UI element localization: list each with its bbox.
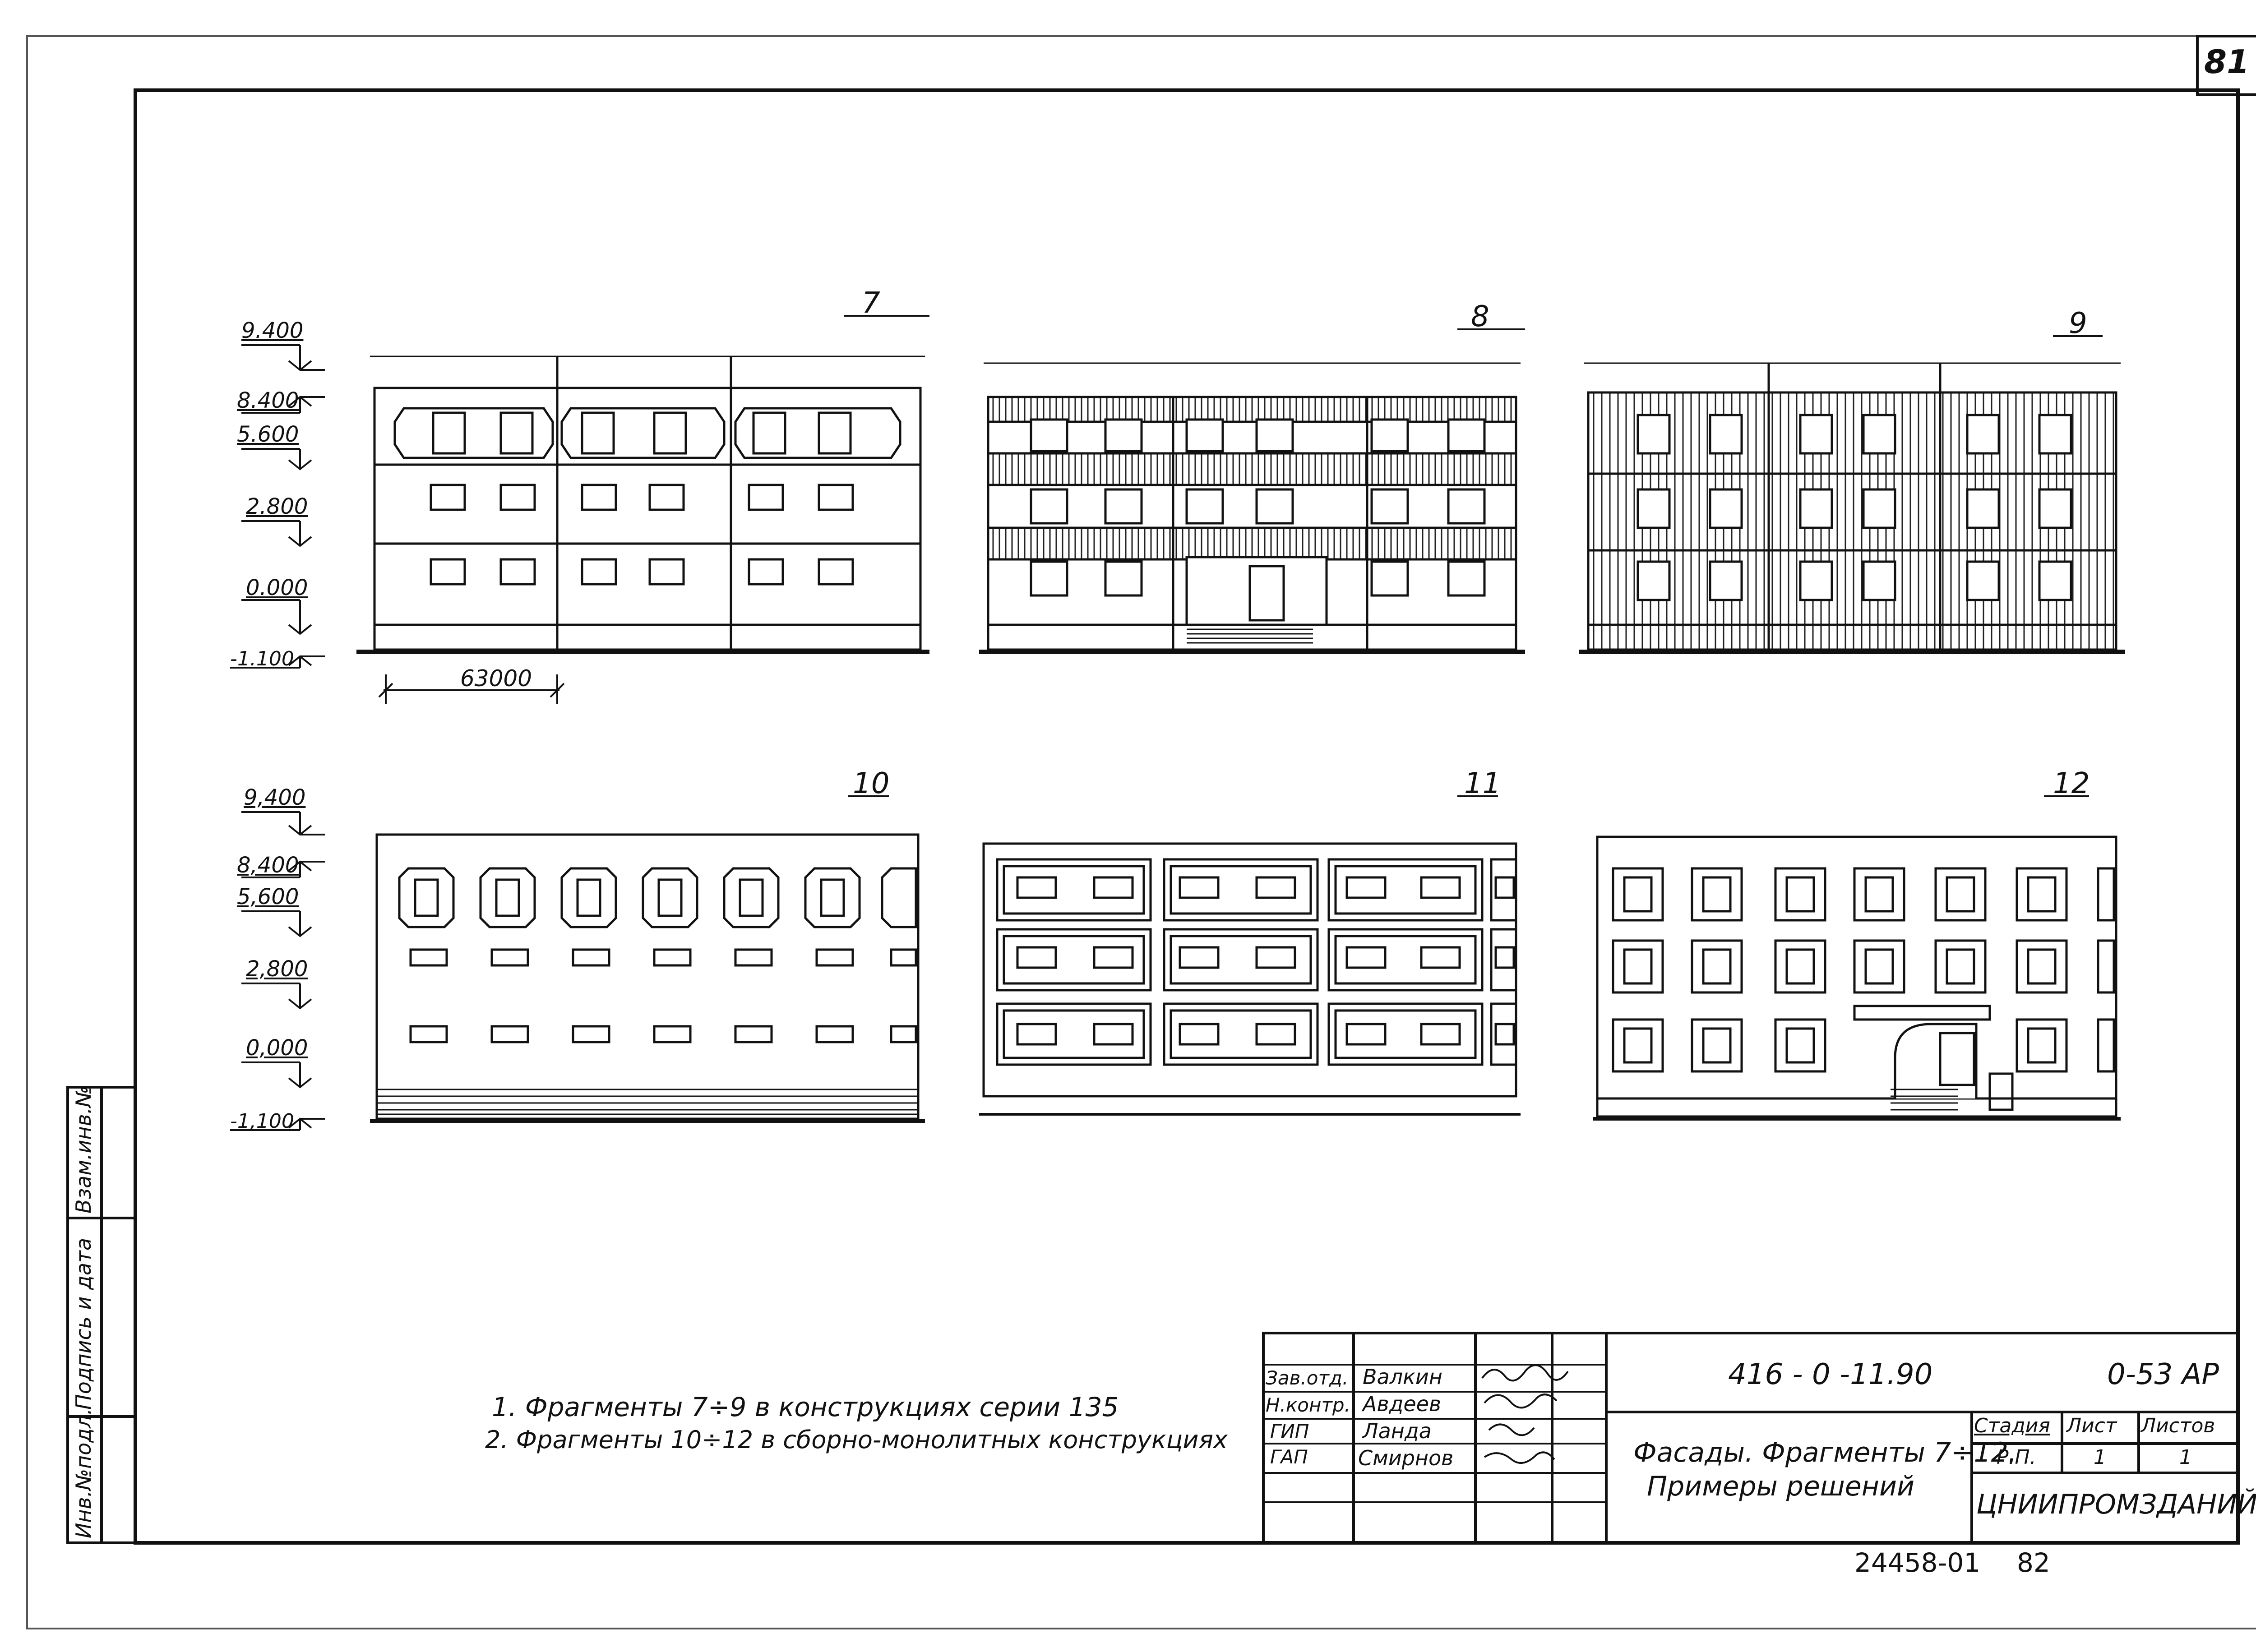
facade-fragment-12 (1593, 795, 2121, 1121)
stamp-role: ГИП (1270, 1420, 1309, 1442)
level-label: 9.400 (241, 318, 304, 343)
fragment-number-12: 12 (2053, 767, 2090, 800)
sheet-header: Лист (2066, 1414, 2117, 1437)
signatures (1481, 1364, 1569, 1464)
stage-value: Р.П. (1997, 1446, 2036, 1469)
level-label: 5,600 (237, 884, 299, 909)
note-2: 2. Фрагменты 10÷12 в сборно-монолитных к… (485, 1426, 1228, 1454)
drawing-title-line-2: Примеры решений (1647, 1471, 1914, 1502)
facade-fragment-8 (979, 328, 1525, 654)
corner-number-box (2196, 35, 2256, 96)
level-label: 0.000 (246, 575, 308, 600)
fragment-number-9: 9 (2069, 307, 2087, 340)
fragment-number-7: 7 (862, 286, 880, 320)
stamp-role: Зав.отд. (1266, 1367, 1349, 1389)
stamp-name: Ланда (1363, 1419, 1432, 1443)
side-stamp-inv-orig: Инв.№подл. (71, 1408, 96, 1538)
side-stamp-sign-date: Подпись и дата (71, 1237, 96, 1410)
fragment-8-windows (1030, 418, 1486, 597)
drawing-title-line-1: Фасады. Фрагменты 7÷12. (1633, 1437, 2017, 1468)
facade-fragment-10 (370, 795, 925, 1123)
fragment-12-windows (1612, 867, 2115, 1073)
side-stamp (66, 1086, 137, 1544)
archive-code: 24458-01 (1854, 1547, 1981, 1578)
fragment-number-8: 8 (1471, 300, 1489, 333)
level-label: 8,400 (237, 853, 299, 878)
note-1: 1. Фрагменты 7÷9 в конструкциях серии 13… (492, 1392, 1119, 1422)
row1-level-marks (241, 344, 325, 669)
stamp-role: Н.контр. (1266, 1394, 1350, 1416)
inner-frame (134, 88, 2240, 1545)
sheet-code: 0-53 АР (2107, 1358, 2219, 1391)
fragment-number-11: 11 (1464, 767, 1501, 800)
sheets-header: Листов (2141, 1414, 2215, 1437)
sheets-value: 1 (2179, 1446, 2192, 1469)
level-label: 2,800 (246, 956, 308, 982)
side-stamp-replace-inv: Взам.инв.№ (71, 1085, 96, 1214)
level-label: 9,400 (244, 785, 306, 810)
facade-fragment-7 (356, 315, 929, 654)
fragment-10-windows (398, 867, 917, 1043)
level-label: 0,000 (246, 1035, 308, 1061)
dimension-63000 (378, 674, 565, 704)
level-label: -1.100 (230, 647, 294, 670)
organization: ЦНИИПРОМЗДАНИЙ (1976, 1489, 2256, 1520)
stamp-name: Смирнов (1358, 1446, 1454, 1470)
title-block (1262, 1332, 2239, 1544)
fragment-7-windows (430, 411, 854, 586)
stage-header: Стадия (1974, 1414, 2050, 1437)
stamp-name: Валкин (1363, 1365, 1442, 1389)
row2-level-marks (241, 811, 325, 1131)
dimension-label: 63000 (460, 665, 532, 692)
fragment-11-panels (996, 858, 1517, 1066)
level-label: 2.800 (246, 494, 308, 519)
fragment-11-windows (1016, 876, 1515, 1046)
sheet-value: 1 (2094, 1446, 2106, 1469)
outer-frame (26, 35, 2256, 1629)
corner-number: 81 (2204, 43, 2250, 81)
level-label: 5.600 (237, 422, 299, 447)
fragment-9-windows (1637, 414, 2072, 601)
doc-code: 416 - 0 -11.90 (1728, 1358, 1933, 1391)
stamp-name: Авдеев (1363, 1392, 1442, 1416)
level-label: 8.400 (237, 388, 299, 413)
archive-page: 82 (2017, 1547, 2050, 1578)
level-label: -1,100 (230, 1110, 294, 1133)
stamp-role: ГАП (1270, 1446, 1308, 1468)
facade-fragment-9 (1579, 335, 2125, 654)
fragment-number-10: 10 (853, 767, 890, 800)
